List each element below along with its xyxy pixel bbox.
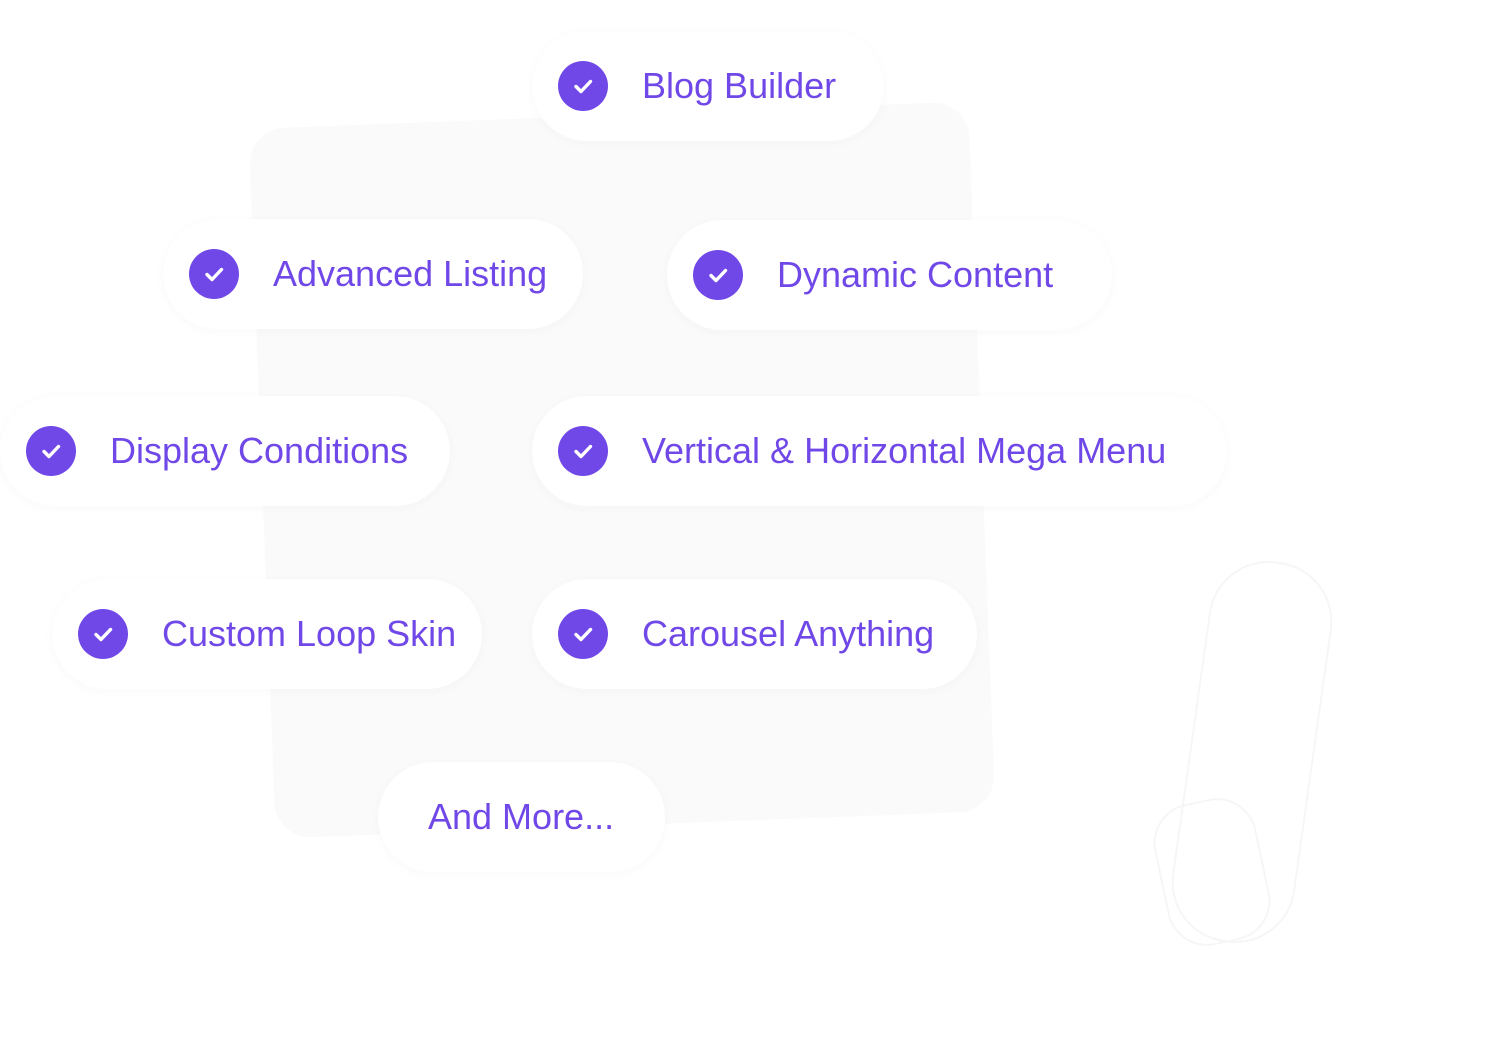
feature-label: Dynamic Content bbox=[777, 254, 1054, 295]
feature-label: Vertical & Horizontal Mega Menu bbox=[642, 430, 1167, 471]
check-circle-icon bbox=[78, 609, 128, 659]
and-more-label: And More... bbox=[428, 796, 615, 837]
and-more-pill[interactable]: And More... bbox=[378, 762, 665, 872]
feature-label: Blog Builder bbox=[642, 65, 837, 106]
feature-label: Advanced Listing bbox=[273, 253, 548, 294]
check-circle-icon bbox=[693, 250, 743, 300]
feature-pill-custom-loop-skin[interactable]: Custom Loop Skin bbox=[52, 579, 482, 689]
feature-label: Custom Loop Skin bbox=[162, 613, 457, 654]
feature-label: Carousel Anything bbox=[642, 613, 935, 654]
check-circle-icon bbox=[558, 609, 608, 659]
check-circle-icon bbox=[189, 249, 239, 299]
feature-label: Display Conditions bbox=[110, 430, 409, 471]
feature-pill-advanced-listing[interactable]: Advanced Listing bbox=[163, 219, 583, 329]
feature-pill-display-conditions[interactable]: Display Conditions bbox=[0, 396, 450, 506]
feature-pill-dynamic-content[interactable]: Dynamic Content bbox=[667, 220, 1112, 330]
feature-pill-blog-builder[interactable]: Blog Builder bbox=[532, 31, 884, 141]
check-circle-icon bbox=[26, 426, 76, 476]
feature-pill-carousel-anything[interactable]: Carousel Anything bbox=[532, 579, 977, 689]
check-circle-icon bbox=[558, 61, 608, 111]
check-circle-icon bbox=[558, 426, 608, 476]
feature-pill-mega-menu[interactable]: Vertical & Horizontal Mega Menu bbox=[532, 396, 1227, 506]
